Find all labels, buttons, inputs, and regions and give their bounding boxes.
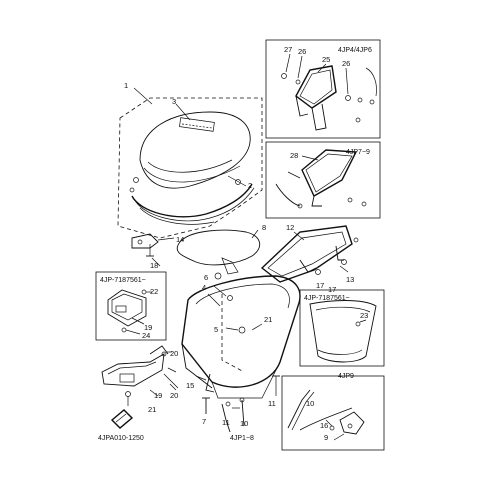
callout-16: 16 (320, 421, 328, 430)
callout-5: 5 (214, 325, 218, 334)
callout-3: 3 (172, 97, 176, 106)
callout-10: 10 (306, 399, 314, 408)
inner-cushion (176, 229, 261, 275)
cushion-pad (176, 229, 261, 266)
latch-assembly (107, 289, 147, 327)
hinge-bracket (131, 233, 159, 249)
seat-hinge (131, 233, 175, 267)
callout-15: 15 (186, 381, 194, 390)
callout-19-inset: 19 (144, 323, 152, 332)
caption-jp7187561-right: 4JP-7187561~ (304, 295, 350, 302)
inset-jp9 (281, 375, 385, 451)
seat-group-outline (117, 97, 263, 239)
callout-22: 22 (150, 287, 158, 296)
callout-17: 17 (328, 285, 336, 294)
callout-20-lower: 20 (170, 391, 178, 400)
inset-captions: 4JP4/4JP6 4JP7~9 4JP-7187561~ 4JP-718756… (100, 47, 372, 442)
seat-tag (179, 117, 215, 132)
callout-12: 12 (286, 223, 294, 232)
callout-23: 23 (360, 311, 368, 320)
inset-frame-jp7-9 (265, 141, 381, 219)
callout-14: 14 (176, 235, 184, 244)
callout-4: 4 (202, 283, 206, 292)
box-section (309, 300, 377, 363)
callout-6: 6 (204, 273, 208, 282)
helmet-box (181, 272, 301, 414)
callout-21-lock: 21 (148, 405, 156, 414)
callout-25: 25 (322, 55, 330, 64)
callout-17-rack: 17 (316, 281, 324, 290)
callout-1: 1 (124, 81, 128, 90)
callout-18: 18 (150, 261, 158, 270)
callout-9: 9 (324, 433, 328, 442)
rear-carrier-main (260, 225, 359, 283)
rear-carrier-frame (260, 225, 353, 283)
callout-13: 13 (346, 275, 354, 284)
inset-frame-jp9 (281, 375, 385, 451)
callout-27: 27 (284, 45, 292, 54)
cable-group (221, 375, 280, 433)
inset-frame-left (95, 271, 167, 341)
callout-11: 11 (222, 418, 230, 427)
callout-26-left: 26 (298, 47, 306, 56)
rear-carrier-jp7 (301, 149, 358, 197)
caption-jp1-8: 4JP1~8 (230, 435, 254, 442)
inset-jp4-jp6 (265, 39, 381, 139)
inset-jp7187561-left (95, 271, 167, 341)
caption-jp7-9: 4JP7~9 (346, 149, 370, 156)
callout-2: 2 (248, 181, 252, 190)
cable-bracket (339, 411, 365, 435)
seat-lock (101, 345, 179, 406)
key-icon (110, 409, 134, 429)
caption-jp7187561-left: 4JP-7187561~ (100, 277, 146, 284)
callout-26-right: 26 (342, 59, 350, 68)
drawing-code: 4JPA010-1250 (98, 435, 144, 442)
callout-8: 8 (262, 223, 266, 232)
inset-frame-right (299, 289, 385, 367)
seat-assembly (117, 87, 263, 239)
lock-bracket (101, 353, 165, 387)
callout-10-cable: 10 (240, 419, 248, 428)
caption-jp9: 4JP9 (338, 373, 354, 380)
callout-7: 7 (202, 417, 206, 426)
seat-base (131, 183, 253, 218)
inset-jp7187561-right (299, 289, 385, 367)
seat-cushion (139, 111, 251, 189)
callout-20-upper: 20 (170, 349, 178, 358)
inset-jp7-9 (265, 141, 381, 219)
caption-jp4-jp6: 4JP4/4JP6 (338, 47, 372, 54)
helmet-box-shell (181, 275, 301, 388)
callout-labels: 1 2 3 4 5 6 7 8 9 10 11 12 13 14 15 16 1… (124, 45, 368, 442)
callout-24: 24 (142, 331, 150, 340)
inset-frame-jp4-jp6 (265, 39, 381, 139)
callout-19: 19 (154, 391, 162, 400)
callout-11-cable: 11 (268, 399, 276, 408)
callout-28: 28 (290, 151, 298, 160)
callout-21-box: 21 (264, 315, 272, 324)
release-cable (221, 403, 231, 433)
rear-carrier (295, 65, 337, 109)
